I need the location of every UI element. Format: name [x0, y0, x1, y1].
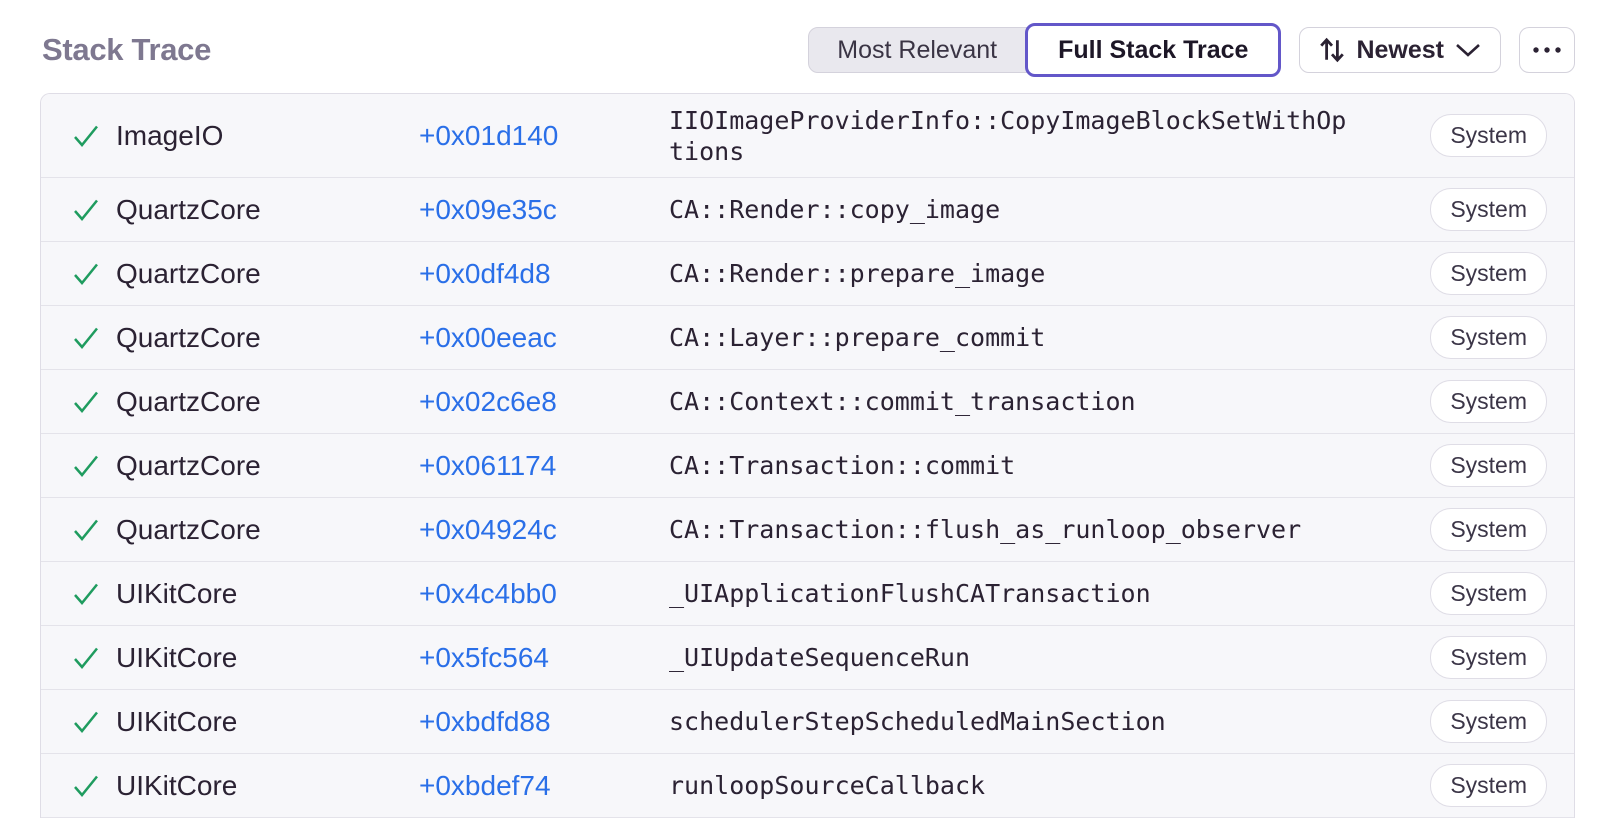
more-options-button[interactable] [1519, 27, 1575, 73]
system-badge: System [1430, 380, 1547, 423]
function-name: CA::Render::prepare_image [669, 259, 1046, 288]
full-stack-trace-button[interactable]: Full Stack Trace [1025, 23, 1282, 77]
system-badge: System [1430, 114, 1547, 157]
module-name: QuartzCore [116, 321, 261, 353]
check-icon [73, 454, 99, 478]
system-badge: System [1430, 444, 1547, 487]
sort-arrows-icon [1319, 36, 1345, 64]
stack-trace-header: Stack Trace Most Relevant Full Stack Tra… [42, 23, 1575, 77]
check-icon [73, 582, 99, 606]
stack-frame-row[interactable]: QuartzCore +0x02c6e8 CA::Context::commit… [41, 370, 1574, 434]
stack-trace-list: ImageIO +0x01d140 IIOImageProviderInfo::… [40, 93, 1575, 818]
frame-offset-link[interactable]: +0x04924c [419, 513, 557, 545]
function-name: _UIApplicationFlushCATransaction [669, 579, 1151, 608]
frame-offset-link[interactable]: +0xbdef74 [419, 769, 551, 801]
system-badge: System [1430, 572, 1547, 615]
frame-offset-link[interactable]: +0x09e35c [419, 193, 557, 225]
frame-offset-link[interactable]: +0x0df4d8 [419, 257, 551, 289]
system-badge: System [1430, 508, 1547, 551]
frame-offset-link[interactable]: +0x4c4bb0 [419, 577, 557, 609]
function-name: runloopSourceCallback [669, 771, 986, 800]
module-name: UIKitCore [116, 769, 238, 801]
most-relevant-button[interactable]: Most Relevant [837, 35, 998, 64]
stack-frame-row[interactable]: ImageIO +0x01d140 IIOImageProviderInfo::… [41, 94, 1574, 178]
system-badge: System [1430, 764, 1547, 807]
stack-frame-row[interactable]: QuartzCore +0x04924c CA::Transaction::fl… [41, 498, 1574, 562]
function-name: CA::Transaction::flush_as_runloop_observ… [669, 515, 1302, 544]
stack-frame-row[interactable]: UIKitCore +0xbdfd88 schedulerStepSchedul… [41, 690, 1574, 754]
system-badge: System [1430, 252, 1547, 295]
check-icon [73, 646, 99, 670]
page-title: Stack Trace [42, 32, 212, 67]
function-name: CA::Render::copy_image [669, 195, 1001, 224]
frame-offset-link[interactable]: +0x5fc564 [419, 641, 549, 673]
function-name: IIOImageProviderInfo::CopyImageBlockSetW… [669, 105, 1347, 166]
check-icon [73, 326, 99, 350]
check-icon [73, 124, 99, 148]
module-name: QuartzCore [116, 449, 261, 481]
module-name: UIKitCore [116, 641, 238, 673]
module-name: UIKitCore [116, 705, 238, 737]
system-badge: System [1430, 316, 1547, 359]
function-name: CA::Context::commit_transaction [669, 387, 1136, 416]
check-icon [73, 710, 99, 734]
module-name: QuartzCore [116, 385, 261, 417]
check-icon [73, 518, 99, 542]
module-name: ImageIO [116, 119, 224, 151]
module-name: QuartzCore [116, 257, 261, 289]
stack-frame-row[interactable]: QuartzCore +0x061174 CA::Transaction::co… [41, 434, 1574, 498]
header-controls: Most Relevant Full Stack Trace Newest [808, 23, 1575, 77]
stack-frame-row[interactable]: UIKitCore +0x5fc564 _UIUpdateSequenceRun… [41, 626, 1574, 690]
module-name: QuartzCore [116, 513, 261, 545]
stack-frame-row[interactable]: QuartzCore +0x00eeac CA::Layer::prepare_… [41, 306, 1574, 370]
system-badge: System [1430, 188, 1547, 231]
check-icon [73, 262, 99, 286]
function-name: _UIUpdateSequenceRun [669, 643, 971, 672]
stack-frame-row[interactable]: QuartzCore +0x0df4d8 CA::Render::prepare… [41, 242, 1574, 306]
function-name: CA::Layer::prepare_commit [669, 323, 1046, 352]
stack-frame-row[interactable]: UIKitCore +0x4c4bb0 _UIApplicationFlushC… [41, 562, 1574, 626]
ellipsis-icon [1532, 46, 1562, 54]
function-name: CA::Transaction::commit [669, 451, 1016, 480]
chevron-down-icon [1455, 42, 1481, 58]
module-name: UIKitCore [116, 577, 238, 609]
frame-offset-link[interactable]: +0xbdfd88 [419, 705, 551, 737]
system-badge: System [1430, 700, 1547, 743]
check-icon [73, 198, 99, 222]
module-name: QuartzCore [116, 193, 261, 225]
function-name: schedulerStepScheduledMainSection [669, 707, 1166, 736]
check-icon [73, 774, 99, 798]
sort-newest-button[interactable]: Newest [1299, 27, 1501, 73]
frame-offset-link[interactable]: +0x061174 [419, 449, 557, 481]
frame-offset-link[interactable]: +0x01d140 [419, 119, 559, 151]
stack-frame-row[interactable]: QuartzCore +0x09e35c CA::Render::copy_im… [41, 178, 1574, 242]
check-icon [73, 390, 99, 414]
frame-offset-link[interactable]: +0x00eeac [419, 321, 557, 353]
view-toggle: Most Relevant Full Stack Trace [808, 23, 1282, 77]
frame-offset-link[interactable]: +0x02c6e8 [419, 385, 557, 417]
stack-frame-row[interactable]: UIKitCore +0xbdef74 runloopSourceCallbac… [41, 754, 1574, 818]
system-badge: System [1430, 636, 1547, 679]
sort-label: Newest [1356, 35, 1444, 64]
